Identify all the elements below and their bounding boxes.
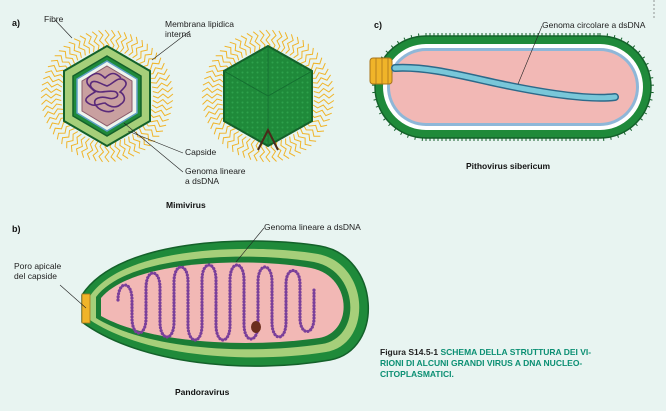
mimivirus-section xyxy=(64,46,150,146)
pithovirus-section xyxy=(370,33,654,141)
caption-line1: Figura S14.5-1 SCHEMA DELLA STRUTTURA DE… xyxy=(380,347,660,358)
mimivirus-external xyxy=(224,46,312,150)
linear-genome-label-line1: Genoma lineare xyxy=(185,166,245,176)
caption-line1-text: SCHEMA DELLA STRUTTURA DEI VI- xyxy=(440,347,591,357)
fibre-label: Fibre xyxy=(44,14,63,24)
panel-a-label: a) xyxy=(12,18,20,28)
apical-pore-label-line2: del capside xyxy=(14,271,57,281)
pandoravirus-section xyxy=(82,241,368,366)
capsid-label: Capside xyxy=(185,147,216,157)
figure-caption: Figura S14.5-1 SCHEMA DELLA STRUTTURA DE… xyxy=(380,347,660,380)
linear-genome-label-line2: a dsDNA xyxy=(185,176,219,186)
panel-b-label: b) xyxy=(12,224,21,234)
caption-line2: RIONI DI ALCUNI GRANDI VIRUS A DNA NUCLE… xyxy=(380,358,660,369)
apical-pore-label-line1: Poro apicale xyxy=(14,261,61,271)
membrane-label-line1: Membrana lipidica xyxy=(165,19,234,29)
linear-genome-b-label: Genoma lineare a dsDNA xyxy=(264,222,361,232)
panel-c-label: c) xyxy=(374,20,382,30)
figure-number: Figura S14.5-1 xyxy=(380,347,438,357)
membrane-label-line2: interna xyxy=(165,29,191,39)
pithovirus-title: Pithovirus sibericum xyxy=(466,161,550,171)
mimivirus-title: Mimivirus xyxy=(166,200,206,210)
caption-line3: CITOPLASMATICI. xyxy=(380,369,660,380)
circular-genome-label: Genoma circolare a dsDNA xyxy=(542,20,645,30)
pandoravirus-title: Pandoravirus xyxy=(175,387,229,397)
